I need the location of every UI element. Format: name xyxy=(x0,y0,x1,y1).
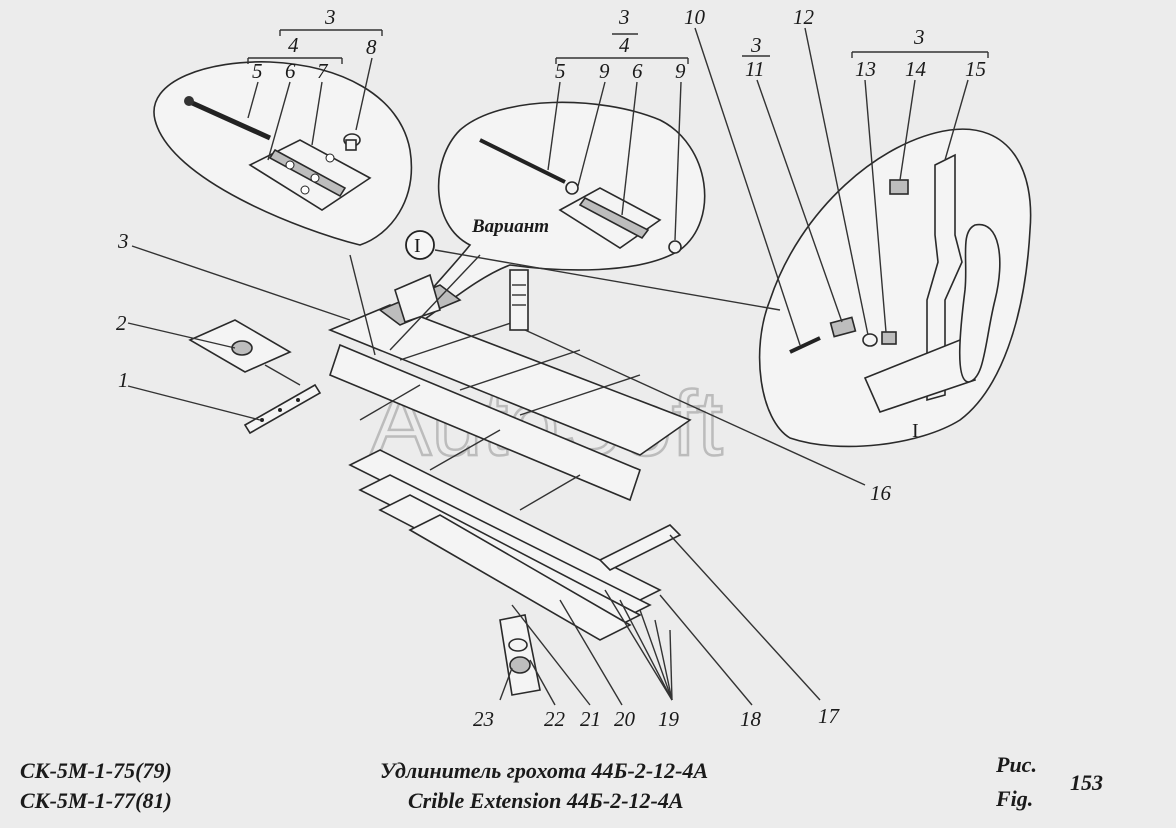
callout-5: 5 xyxy=(252,59,263,83)
footer: СК-5М-1-75(79) СК-5М-1-77(81) Удлинитель… xyxy=(20,752,1103,813)
callout-7: 7 xyxy=(317,59,329,83)
main-assembly xyxy=(188,230,692,696)
callout-22: 22 xyxy=(544,707,566,731)
callout-23: 23 xyxy=(473,707,494,731)
callout-3: 3 xyxy=(117,229,129,253)
callout-4: 4 xyxy=(619,33,630,57)
callout-4: 4 xyxy=(288,33,299,57)
variant-label: Вариант xyxy=(471,216,549,237)
callout-13: 13 xyxy=(855,57,876,81)
callout-6: 6 xyxy=(632,59,643,83)
callout-3: 3 xyxy=(618,5,630,29)
detail-bubble-I xyxy=(758,128,1032,448)
callout-3: 3 xyxy=(913,25,925,49)
callout-15: 15 xyxy=(965,57,986,81)
title-en: Crible Extension 44Б-2-12-4А xyxy=(408,788,684,813)
fig-number: 153 xyxy=(1070,770,1103,795)
callout-20: 20 xyxy=(614,707,636,731)
detail-bubble-variant xyxy=(384,101,706,346)
detail-marker-label: I xyxy=(912,420,919,442)
detail-marker-on-assembly: I xyxy=(414,235,421,257)
model-line-1: СК-5М-1-75(79) xyxy=(20,758,172,783)
callout-6: 6 xyxy=(285,59,296,83)
fig-ru-label: Рис. xyxy=(995,752,1037,777)
callout-9: 9 xyxy=(675,59,686,83)
callout-1: 1 xyxy=(118,368,129,392)
callout-12: 12 xyxy=(793,5,815,29)
model-line-2: СК-5М-1-77(81) xyxy=(20,788,172,813)
callout-17: 17 xyxy=(818,704,841,728)
callout-9: 9 xyxy=(599,59,610,83)
callout-2: 2 xyxy=(116,311,127,335)
callout-labels: 3 4 5 6 7 8 3 4 5 9 6 9 10 3 11 12 3 13 … xyxy=(116,5,986,731)
callout-14: 14 xyxy=(905,57,927,81)
callout-5: 5 xyxy=(555,59,566,83)
callout-11: 11 xyxy=(745,57,764,81)
callout-3: 3 xyxy=(750,33,762,57)
fig-en-label: Fig. xyxy=(995,786,1033,811)
detail-bubble-hinge-left xyxy=(153,61,413,246)
callout-3: 3 xyxy=(324,5,336,29)
callout-8: 8 xyxy=(366,35,377,59)
leader-lines xyxy=(127,27,989,706)
callout-21: 21 xyxy=(580,707,601,731)
callout-18: 18 xyxy=(740,707,762,731)
callout-19: 19 xyxy=(658,707,680,731)
callout-16: 16 xyxy=(870,481,892,505)
callout-10: 10 xyxy=(684,5,706,29)
title-ru: Удлинитель грохота 44Б-2-12-4А xyxy=(380,758,708,783)
